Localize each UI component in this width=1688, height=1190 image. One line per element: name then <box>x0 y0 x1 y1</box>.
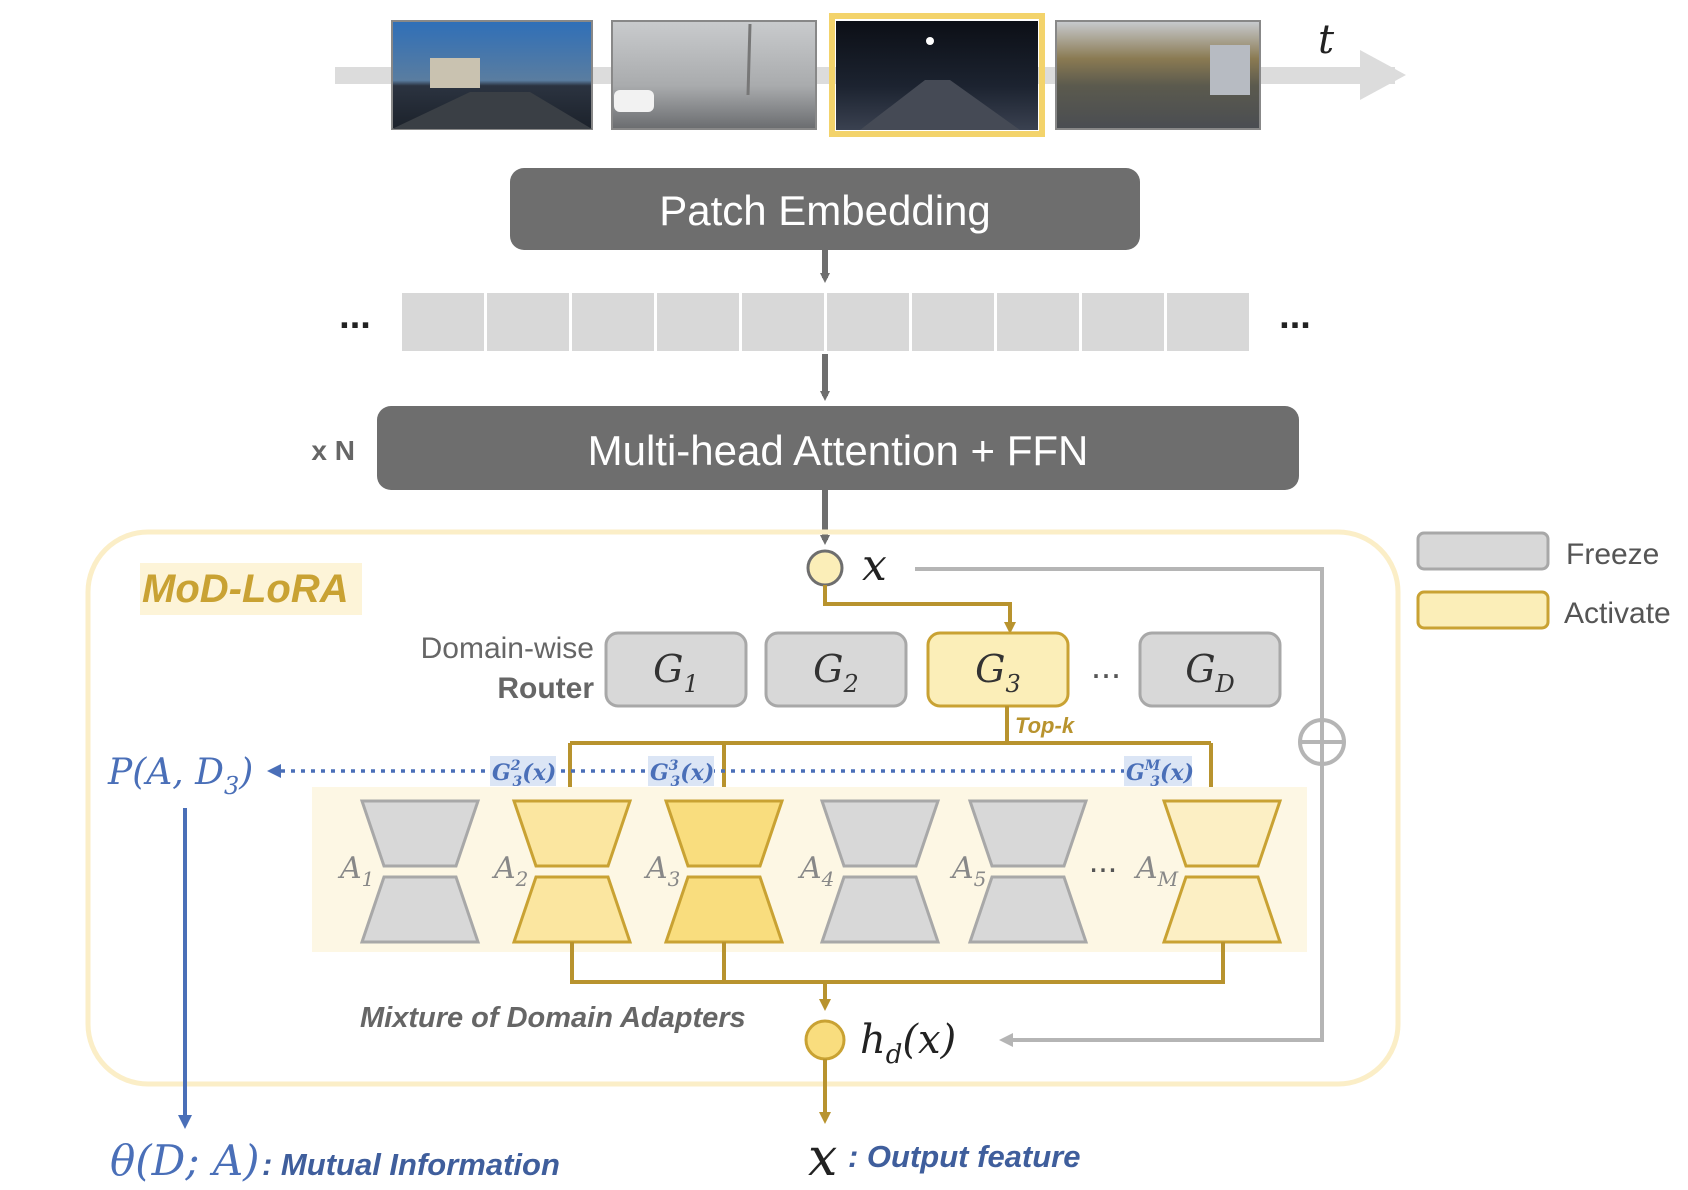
token-row <box>402 293 1249 351</box>
router-label-line1: Domain-wise <box>421 632 594 665</box>
output-symbol: hd(x) <box>860 1017 956 1070</box>
adapter-m-label: AM <box>1133 851 1179 891</box>
modlora-title-bg <box>140 563 362 615</box>
repeat-label: x N <box>311 435 355 466</box>
attention-label: Multi-head Attention + FFN <box>588 427 1089 474</box>
modlora-title: MoD-LoRA <box>142 567 349 611</box>
attention-block <box>377 406 1299 490</box>
adapter-2 <box>511 799 633 944</box>
adapter-m <box>1161 799 1283 944</box>
adapter-ellipsis: ... <box>1089 842 1117 880</box>
gate-d-label: GD <box>1185 647 1235 698</box>
frame-night-selected <box>829 13 1045 137</box>
legend-activate-label: Activate <box>1564 597 1671 630</box>
adapter-4-label: A4 <box>797 851 834 891</box>
legend-activate-swatch <box>1416 590 1550 630</box>
patch-embedding-block <box>510 168 1140 250</box>
adapter-5 <box>967 799 1089 944</box>
output-node <box>804 1019 846 1061</box>
adapter-4 <box>819 799 941 944</box>
adapter-5-label: A5 <box>949 851 986 891</box>
adapter-1 <box>359 799 481 944</box>
time-label: t <box>1318 17 1335 63</box>
adapter-2-label: A2 <box>491 851 528 891</box>
gate-weight-2-bg <box>490 756 556 786</box>
frame-foggy <box>611 20 817 130</box>
input-to-router-path <box>823 585 1016 634</box>
input-node <box>806 549 844 587</box>
gate-3-label: G3 <box>975 647 1021 698</box>
legend-freeze-swatch <box>1416 531 1550 571</box>
frame-sunny <box>391 20 593 130</box>
adapter-merge-bus <box>570 942 1225 984</box>
frame-rainy <box>1055 20 1261 130</box>
adapter-3-label: A3 <box>643 851 680 891</box>
gate-2-label: G2 <box>813 647 859 698</box>
timeline: t <box>335 13 1406 137</box>
token-ellipsis-left: ... <box>339 295 371 337</box>
timeline-arrowhead <box>1360 50 1406 100</box>
mi-formula: θ(D; A) <box>110 1136 260 1185</box>
router-label-line2: Router <box>497 672 594 705</box>
token-ellipsis-right: ... <box>1279 295 1311 337</box>
gate-weight-m-bg <box>1124 756 1192 786</box>
gate-weight-3-bg <box>648 756 714 786</box>
output-feature-label: : Output feature <box>848 1139 1081 1174</box>
adapter-1-label: A1 <box>337 851 374 891</box>
legend-freeze-label: Freeze <box>1566 538 1659 571</box>
gate-1 <box>604 631 748 708</box>
adapter-3 <box>663 799 785 944</box>
patch-embedding-label: Patch Embedding <box>659 187 991 234</box>
adapters-region <box>312 787 1307 952</box>
gate-d <box>1138 631 1282 708</box>
gate-1-label: G1 <box>653 647 699 698</box>
mi-label: : Mutual Information <box>262 1147 560 1182</box>
gate-2 <box>764 631 908 708</box>
residual-path <box>915 567 1324 1047</box>
topk-label: Top-k <box>1015 713 1076 738</box>
output-feature-symbol: x <box>808 1128 837 1188</box>
gate-ellipsis: ... <box>1091 645 1121 686</box>
probability-label: P(A, D3) <box>107 752 253 800</box>
adapters-caption: Mixture of Domain Adapters <box>360 1002 746 1034</box>
input-symbol: x <box>862 540 887 591</box>
modlora-panel <box>85 529 1401 1087</box>
gate-3 <box>926 631 1070 708</box>
